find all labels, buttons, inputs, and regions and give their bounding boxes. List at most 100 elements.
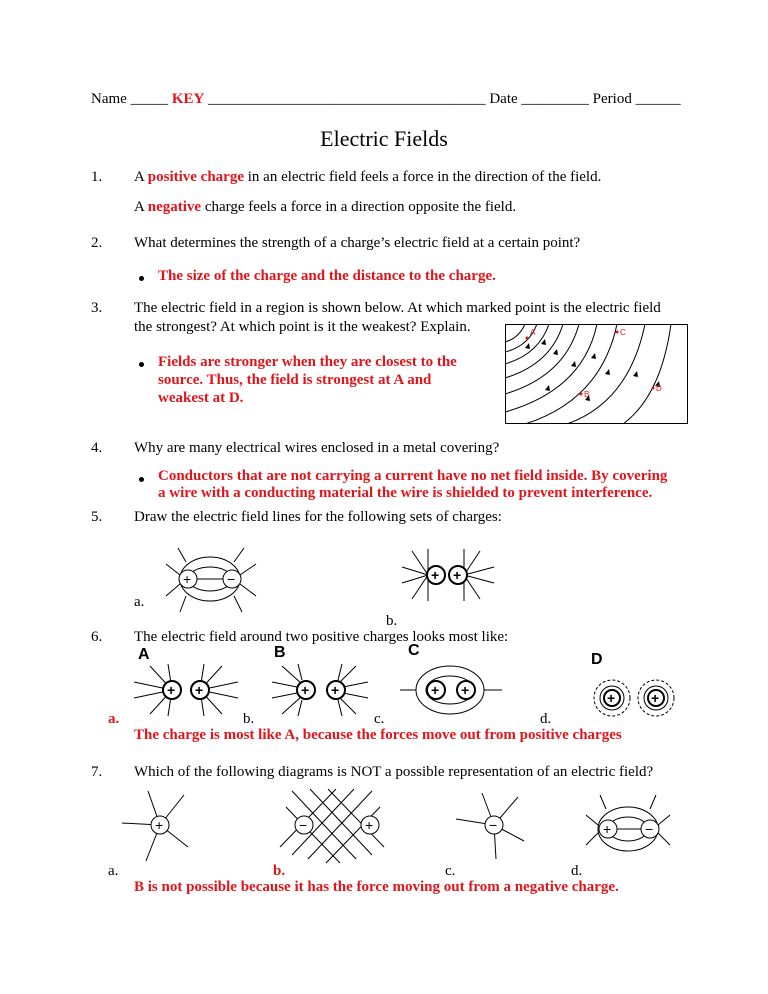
positive-charge-icon	[426, 565, 446, 585]
plus-sign: +	[603, 821, 611, 837]
q3-answer-line3: weakest at D.	[158, 390, 244, 406]
plus-sign: +	[453, 567, 461, 583]
q1-answer-positive: positive charge	[147, 169, 244, 185]
q5a-dipole-diagram: + −	[165, 547, 257, 613]
plus-sign: +	[167, 682, 175, 698]
period-label: Period ______	[592, 91, 681, 107]
minus-sign: −	[299, 817, 307, 833]
q6-option-c: c.	[374, 711, 385, 727]
q2-question: What determines the strength of a charge…	[134, 235, 581, 251]
q3-question-line1: The electric field in a region is shown …	[134, 300, 661, 316]
q7-question: Which of the following diagrams is NOT a…	[134, 764, 654, 780]
q6-diagram-c	[400, 665, 502, 715]
q4-number: 4.	[91, 440, 103, 456]
q5b-two-positive-diagram: + +	[401, 549, 495, 601]
plus-sign: +	[183, 571, 191, 587]
plus-sign: +	[461, 682, 469, 698]
q6-caption-c: C	[408, 642, 420, 659]
point-b-marker	[579, 392, 583, 396]
q6-answer: The charge is most like A, because the f…	[134, 727, 622, 743]
positive-charge-icon	[647, 689, 665, 707]
q3-answer-line2: source. Thus, the field is strongest at …	[158, 372, 432, 388]
q6-diagram-b	[271, 663, 369, 717]
positive-charge-icon	[456, 680, 476, 700]
minus-sign: −	[645, 821, 653, 837]
q1-text: in an electric field feels a force in th…	[244, 169, 602, 185]
negative-charge-icon	[484, 815, 504, 835]
q1-line2: A negative charge feels a force in a dir…	[134, 199, 516, 216]
name-line: _____________________________________	[208, 91, 486, 107]
q3-question-line2: the strongest? At which point is it the …	[134, 319, 471, 335]
point-b-label: B	[584, 390, 589, 399]
header: Name _____ KEY _________________________…	[91, 91, 681, 108]
point-c-marker	[615, 330, 619, 334]
minus-sign: −	[227, 571, 235, 587]
positive-charge-icon	[178, 569, 198, 589]
positive-charge-icon	[150, 815, 170, 835]
q7-diagrams: + − + − + −	[121, 788, 671, 864]
q7-option-d: d.	[571, 863, 583, 879]
positive-charge-icon	[162, 680, 182, 700]
positive-charge-icon	[190, 680, 210, 700]
bullet-icon	[139, 362, 144, 367]
q7-number: 7.	[91, 764, 103, 780]
point-a-marker	[525, 336, 529, 340]
plus-sign: +	[365, 817, 373, 833]
q6-caption-a: A	[138, 646, 150, 663]
q1-text: A	[134, 169, 148, 185]
q7-option-a: a.	[108, 863, 119, 879]
q5-question: Draw the electric field lines for the fo…	[134, 509, 502, 525]
q6-option-b: b.	[243, 711, 255, 727]
minus-sign: −	[489, 817, 497, 833]
positive-charge-icon	[326, 680, 346, 700]
q6-number: 6.	[91, 629, 103, 645]
q5-number: 5.	[91, 509, 103, 525]
plus-sign: +	[651, 690, 659, 706]
q2-answer: The size of the charge and the distance …	[158, 268, 496, 284]
bullet-icon	[139, 477, 144, 482]
q1-answer-negative: negative	[147, 199, 202, 215]
plus-sign: +	[301, 682, 309, 698]
key-label: KEY	[171, 91, 205, 107]
q4-answer-line2: a wire with a conducting material the wi…	[158, 485, 653, 501]
q6-diagram-a	[133, 663, 239, 717]
q4-answer-line1: Conductors that are not carrying a curre…	[158, 468, 668, 484]
q6-caption-d: D	[591, 651, 603, 668]
plus-sign: +	[331, 682, 339, 698]
q7-answer: B is not possible because it has the for…	[134, 879, 619, 895]
q7-diagram-d	[585, 794, 671, 852]
positive-charge-icon	[603, 689, 621, 707]
name-label: Name _____	[91, 91, 169, 107]
field-region-diagram: A C B D	[505, 324, 688, 424]
q3-number: 3.	[91, 300, 103, 316]
plus-sign: +	[195, 682, 203, 698]
q6-option-d: d.	[540, 711, 552, 727]
date-label: Date _________	[489, 91, 589, 107]
q7-option-b: b.	[273, 863, 286, 879]
point-c-label: C	[620, 328, 626, 337]
q1-line1: A positive charge in an electric field f…	[134, 169, 601, 186]
q6-question: The electric field around two positive c…	[134, 629, 509, 645]
negative-charge-icon	[640, 819, 660, 839]
plus-sign: +	[607, 690, 615, 706]
positive-charge-icon	[598, 819, 618, 839]
page-title: Electric Fields	[320, 126, 448, 151]
q6-diagram-d	[593, 679, 675, 717]
q1-text: charge feels a force in a direction oppo…	[201, 199, 517, 215]
q5-label-b: b.	[386, 613, 398, 629]
point-d-label: D	[656, 384, 662, 393]
point-d-marker	[651, 386, 655, 390]
q3-answer-line1: Fields are stronger when they are closes…	[158, 354, 457, 370]
q6-caption-b: B	[274, 644, 286, 661]
plus-sign: +	[431, 567, 439, 583]
positive-charge-icon	[360, 815, 380, 835]
q1-text: A	[134, 199, 148, 215]
q5-label-a: a.	[134, 594, 145, 610]
bullet-icon	[139, 276, 144, 281]
plus-sign: +	[155, 817, 163, 833]
positive-charge-icon	[296, 680, 316, 700]
negative-charge-icon	[294, 815, 314, 835]
positive-charge-icon	[448, 565, 468, 585]
q6-diagrams: + + + + + + + +	[133, 663, 675, 717]
q4-question: Why are many electrical wires enclosed i…	[134, 440, 500, 456]
